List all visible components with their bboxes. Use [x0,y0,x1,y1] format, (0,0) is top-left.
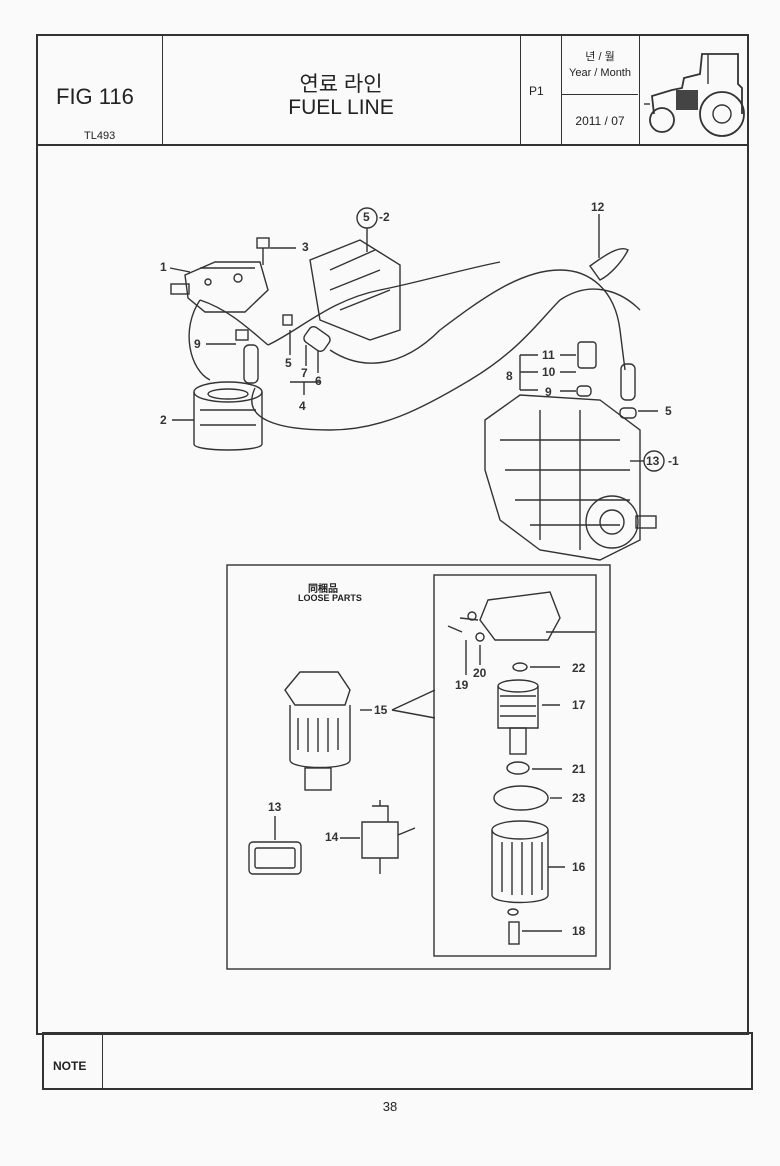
page-number: 38 [382,1099,398,1114]
callout-10: 10 [542,365,556,379]
date-value: 2011 / 07 [575,114,625,128]
diagram-frame [36,144,749,1035]
callout-13-loose: 13 [268,800,282,814]
note-label: NOTE [53,1059,87,1073]
callout-15: 15 [374,703,388,717]
note-frame: NOTE [42,1032,753,1090]
callout-7: 7 [301,366,308,380]
year-month-korean: 년 / 월 [585,51,615,63]
fig-cell: FIG 116 TL493 [38,36,163,144]
callout-9-right: 9 [545,385,552,399]
callout-2: 2 [160,413,167,427]
callout-17: 17 [572,698,586,712]
callout-9-left: 9 [194,337,201,351]
callout-16: 16 [572,860,586,874]
callout-13: 13 [646,454,660,468]
loose-parts-title: LOOSE PARTS [298,593,362,603]
tractor-icon [644,53,745,137]
callout-1: 1 [160,260,167,274]
callout-11: 11 [542,348,555,362]
date-divider [562,94,638,95]
callout-12: 12 [591,200,605,214]
callout-19: 19 [455,678,469,692]
callout-5-hose: 5 [285,356,292,370]
title-cell: 연료 라인 FUEL LINE [163,36,521,144]
loose-parts-title-kr: 同梱品 [308,584,338,595]
figure-number: FIG 116 [56,84,134,109]
date-cell: 년 / 월 Year / Month 2011 / 07 [562,36,640,144]
callout-3: 3 [302,240,309,254]
note-label-cell: NOTE [44,1034,103,1088]
callout-20: 20 [473,666,487,680]
page-code-cell: P1 [521,36,562,144]
callout-14: 14 [325,830,339,844]
callout-13-suffix: -1 [668,454,679,468]
fuel-line-diagram [169,207,665,970]
callout-6: 6 [315,374,322,388]
callout-18: 18 [572,924,586,938]
callout-8: 8 [506,369,513,383]
title-korean: 연료 라인 [299,73,383,96]
callout-5-bracket-suffix: -2 [379,210,390,224]
callout-4: 4 [299,399,306,413]
callout-22: 22 [572,661,586,675]
model-code: TL493 [84,130,116,142]
year-month-label: Year / Month [569,67,631,79]
callout-5-bracket: 5 [363,210,370,224]
callout-23: 23 [572,791,586,805]
callout-21: 21 [572,762,586,776]
page-code: P1 [529,84,544,98]
title-english: FUEL LINE [288,96,394,119]
callout-5-pump: 5 [665,404,672,418]
